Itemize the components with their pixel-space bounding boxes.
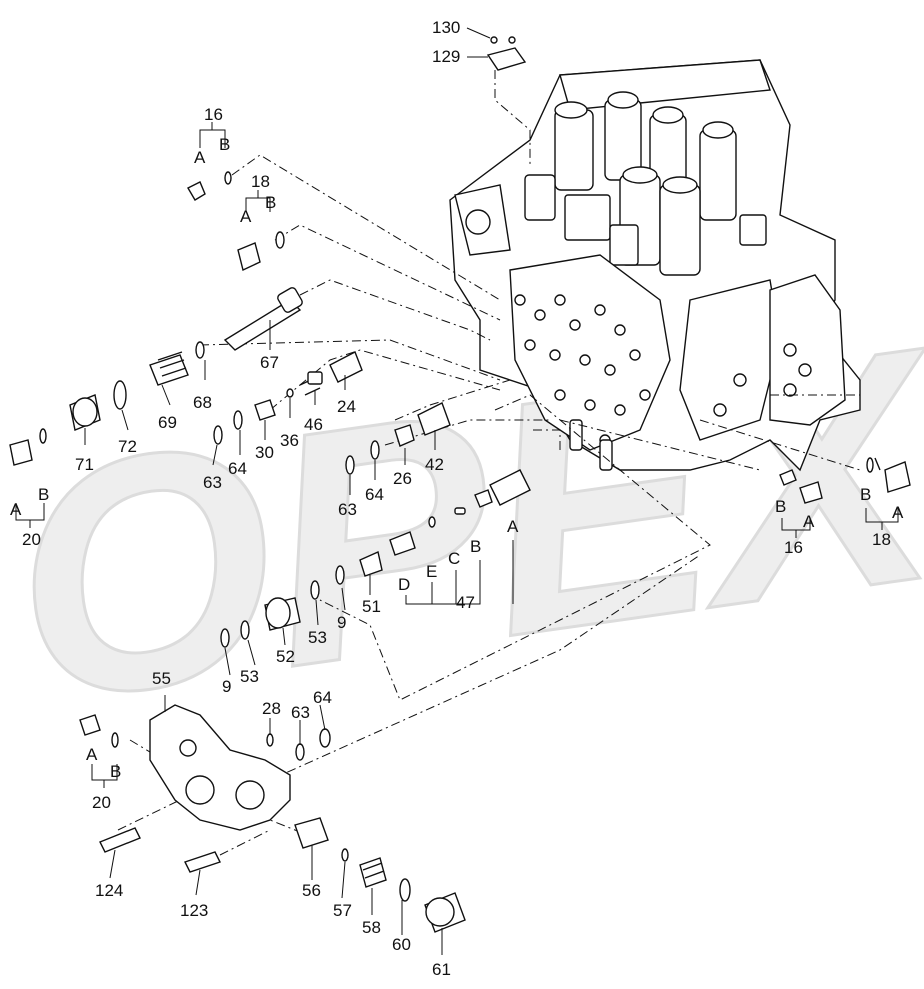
- label-58: 58: [362, 918, 381, 937]
- label-18-b-B: B: [860, 485, 871, 504]
- label-47-B: B: [470, 537, 481, 556]
- label-130: 130: [432, 18, 460, 37]
- label-123: 123: [180, 901, 208, 920]
- label-129: 129: [432, 47, 460, 66]
- label-20-B: B: [38, 485, 49, 504]
- label-47: 47: [456, 593, 475, 612]
- label-26: 26: [393, 469, 412, 488]
- label-68: 68: [193, 393, 212, 412]
- label-16-B: B: [219, 135, 230, 154]
- label-53-b: 53: [240, 667, 259, 686]
- label-47-C: C: [448, 549, 460, 568]
- label-52: 52: [276, 647, 295, 666]
- label-60: 60: [392, 935, 411, 954]
- label-30: 30: [255, 443, 274, 462]
- label-20-A: A: [10, 500, 22, 519]
- label-63: 63: [203, 473, 222, 492]
- bracket-lines: [15, 27, 899, 955]
- label-20: 20: [22, 530, 41, 549]
- main-valve-block: [449, 59, 861, 472]
- label-64: 64: [228, 459, 247, 478]
- label-124: 124: [95, 881, 123, 900]
- label-63-b: 63: [338, 500, 357, 519]
- label-51: 51: [362, 597, 381, 616]
- label-47-D: D: [398, 575, 410, 594]
- label-16-b: 16: [784, 538, 803, 557]
- exploded-parts-upper: [9, 36, 911, 648]
- label-55: 55: [152, 669, 171, 688]
- label-63-c: 63: [291, 703, 310, 722]
- label-69: 69: [158, 413, 177, 432]
- lower-housing-assembly: [79, 704, 466, 933]
- label-18-b: 18: [872, 530, 891, 549]
- label-20-b-B: B: [110, 762, 121, 781]
- label-20-b: 20: [92, 793, 111, 812]
- label-24: 24: [337, 397, 356, 416]
- label-64-c: 64: [313, 688, 332, 707]
- label-18: 18: [251, 172, 270, 191]
- label-9: 9: [337, 613, 346, 632]
- label-9-b: 9: [222, 677, 231, 696]
- label-53: 53: [308, 628, 327, 647]
- label-16-A: A: [194, 148, 206, 167]
- label-18-A: A: [240, 207, 252, 226]
- label-42: 42: [425, 455, 444, 474]
- label-72: 72: [118, 437, 137, 456]
- label-16: 16: [204, 105, 223, 124]
- label-28: 28: [262, 699, 281, 718]
- label-64-b: 64: [365, 485, 384, 504]
- label-71: 71: [75, 455, 94, 474]
- label-67: 67: [260, 353, 279, 372]
- label-18-b-A: A: [892, 503, 904, 522]
- label-18-B: B: [265, 193, 276, 212]
- label-57: 57: [333, 901, 352, 920]
- label-16-b-B: B: [775, 497, 786, 516]
- label-36: 36: [280, 431, 299, 450]
- label-61: 61: [432, 960, 451, 979]
- label-20-b-A: A: [86, 745, 98, 764]
- label-56: 56: [302, 881, 321, 900]
- label-46: 46: [304, 415, 323, 434]
- label-47-A: A: [507, 517, 519, 536]
- label-47-E: E: [426, 562, 437, 581]
- label-16-b-A: A: [803, 512, 815, 531]
- part-labels: 130 129 16 A B 18 A B 67 68 69 72 71 A B…: [10, 18, 904, 979]
